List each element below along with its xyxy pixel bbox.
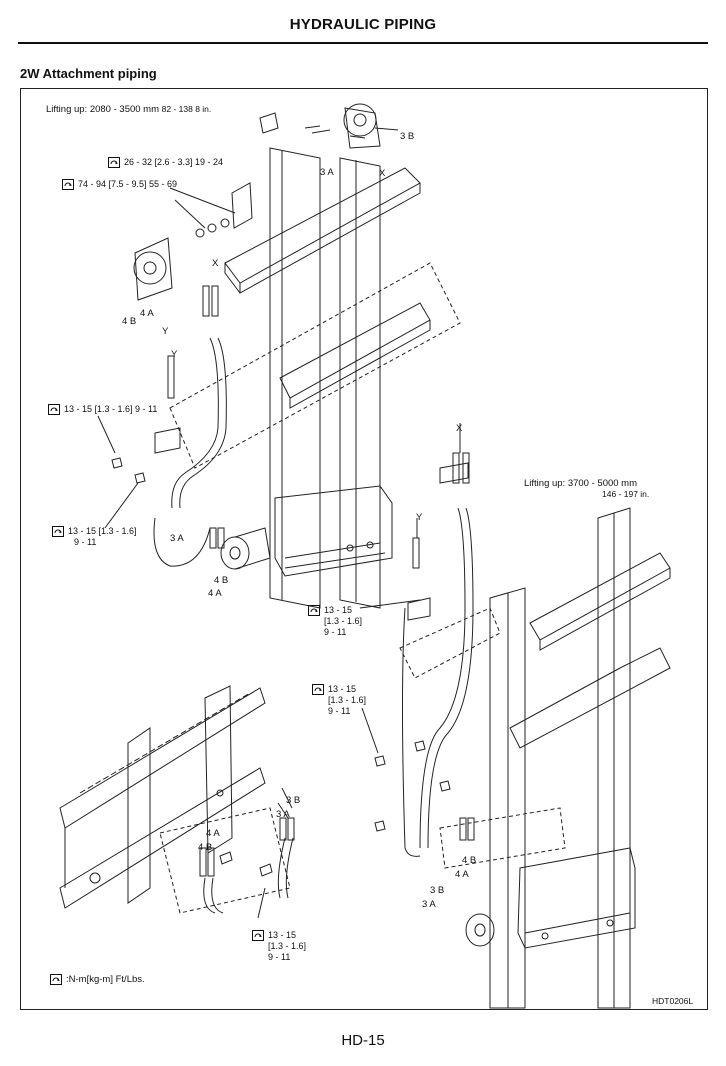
torque-wrench-icon — [252, 930, 264, 941]
page-header-title: HYDRAULIC PIPING — [289, 16, 437, 33]
torque-wrench-icon — [312, 684, 324, 695]
lift-range-high-label: Lifting up: 3700 - 5000 mm — [524, 478, 638, 489]
torque-wrench-icon — [308, 605, 320, 616]
callout-4a-right: 4 A — [455, 869, 469, 880]
callout-y-left: Y — [171, 349, 178, 360]
upper-mast-assembly — [98, 104, 460, 608]
torque-wrench-icon — [52, 526, 64, 537]
callout-3a-left: 3 A — [170, 533, 184, 544]
callout-4a-top: 4 A — [140, 308, 154, 319]
callout-4b-right: 4 B — [462, 855, 477, 866]
torque-spec-4: 13 - 15 [1.3 - 1.6]9 - 11 — [52, 526, 137, 548]
torque-wrench-icon — [62, 179, 74, 190]
header-rule — [18, 42, 708, 44]
callout-4b-top: 4 B — [122, 316, 137, 327]
torque-spec-6: 13 - 15[1.3 - 1.6]9 - 11 — [312, 684, 366, 717]
callout-x-left: X — [212, 258, 219, 269]
diagram-frame — [20, 88, 708, 1010]
fork-carriage-assembly — [60, 686, 294, 918]
torque-wrench-icon — [48, 404, 60, 415]
callout-y-top: Y — [162, 326, 169, 337]
section-title: 2W Attachment piping — [20, 66, 157, 81]
torque-spec-5: 13 - 15[1.3 - 1.6]9 - 11 — [308, 605, 362, 638]
torque-wrench-icon — [50, 974, 62, 985]
torque-spec-2: 74 - 94 [7.5 - 9.5] 55 - 69 — [62, 179, 177, 190]
callout-x-top: X — [379, 168, 386, 179]
callout-3a-bottom: 3 A — [276, 809, 290, 820]
callout-x-right: X — [456, 423, 463, 434]
torque-spec-3: 13 - 15 [1.3 - 1.6] 9 - 11 — [48, 404, 157, 415]
callout-3b: 3 B — [400, 131, 415, 142]
callout-y-right: Y — [416, 512, 423, 523]
torque-wrench-icon — [108, 157, 120, 168]
torque-legend: :N-m[kg-m] Ft/Lbs. — [50, 974, 145, 985]
callout-3a: 3 A — [320, 167, 334, 178]
callout-3a-right: 3 A — [422, 899, 436, 910]
piping-diagram — [20, 88, 708, 1010]
torque-spec-7: 13 - 15[1.3 - 1.6]9 - 11 — [252, 930, 306, 963]
page-number: HD-15 — [341, 1032, 385, 1049]
drawing-code: HDT0206L — [652, 996, 694, 1006]
callout-4b-left: 4 B — [214, 575, 229, 586]
callout-3b-bottom: 3 B — [286, 795, 301, 806]
lift-range-high-inches: 146 - 197 in. — [602, 489, 650, 499]
callout-4b-bottom: 4 B — [198, 842, 213, 853]
torque-spec-1: 26 - 32 [2.6 - 3.3] 19 - 24 — [108, 157, 223, 168]
callout-4a-bottom: 4 A — [206, 828, 220, 839]
callout-3b-right: 3 B — [430, 885, 445, 896]
lower-mast-assembly — [360, 423, 670, 1008]
callout-4a-left: 4 A — [208, 588, 222, 599]
lift-range-low-label: Lifting up: 2080 - 3500 mm 82 - 138 8 in… — [46, 104, 212, 115]
